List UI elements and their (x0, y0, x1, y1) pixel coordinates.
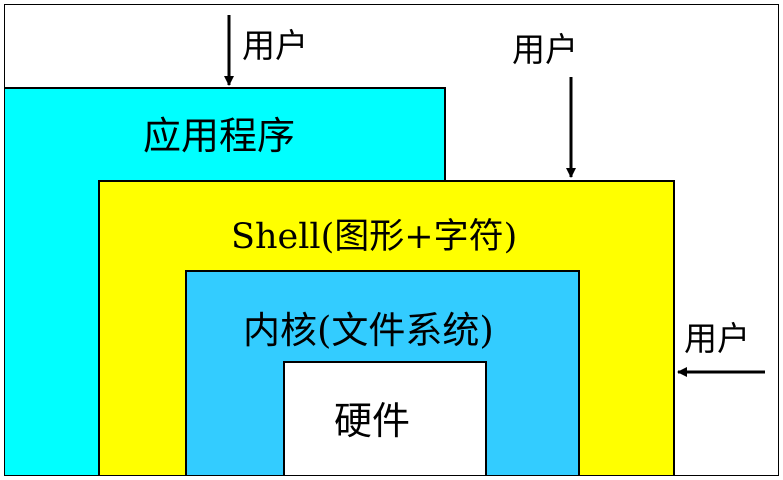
hardware-layer-label: 硬件 (334, 399, 411, 443)
shell-layer-label: Shell(图形+字符) (231, 217, 518, 257)
user-label-shell-right: 用户 (684, 319, 750, 358)
diagram-frame: 应用程序 Shell(图形+字符) 内核(文件系统) 硬件 用户 用户 用户 (4, 4, 779, 476)
user-label-application: 用户 (242, 26, 308, 65)
arrows-layer (224, 15, 765, 377)
application-layer-label: 应用程序 (143, 114, 296, 158)
user-label-shell-top: 用户 (512, 30, 578, 69)
kernel-layer-label: 内核(文件系统) (243, 309, 494, 352)
hardware-layer-box (283, 361, 487, 475)
